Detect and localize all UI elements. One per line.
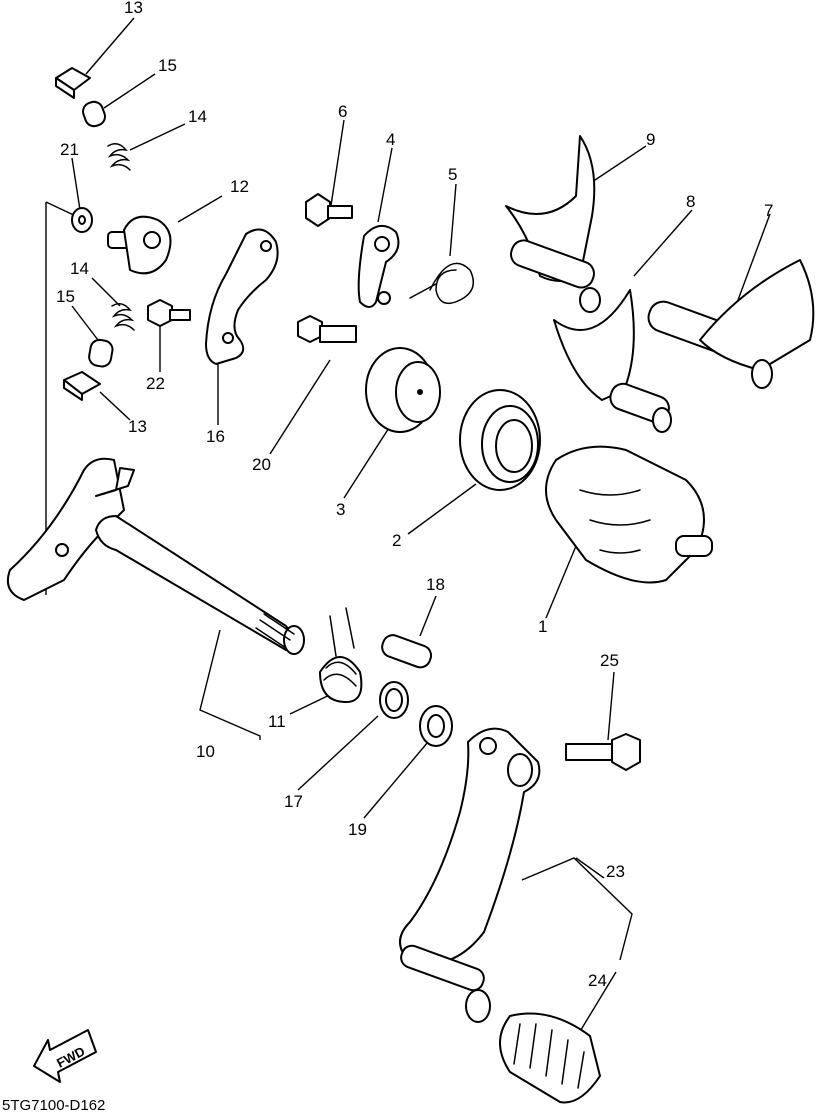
callout-3: 3 [336,500,345,519]
callout-8: 8 [686,192,695,211]
part-15-pin-top [82,100,106,128]
callout-19: 19 [348,820,367,839]
leader-lines [45,17,771,1039]
callout-24: 24 [588,971,607,990]
part-14-spring-low [111,303,135,331]
callout-23: 23 [606,862,625,881]
part-23-shift-pedal [399,727,541,1023]
part-1-shift-drum [545,445,713,584]
part-3-segment [365,347,441,433]
part-13-pin-low [63,371,101,401]
part-20-pin-bolt [297,315,357,343]
callout-13-top: 13 [124,0,143,17]
part-22-bolt [147,299,191,327]
part-14-spring-top [107,143,131,171]
callout-labels: 13 15 14 21 12 6 4 5 9 8 7 14 15 22 13 1… [56,0,773,990]
part-10-shift-shaft [6,457,305,655]
callout-21: 21 [60,140,79,159]
part-17-washer [379,681,409,719]
part-16-plate [205,228,279,365]
part-6-bolt [305,193,353,227]
callout-4: 4 [386,130,395,149]
part-9-shift-fork [505,135,601,313]
fwd-arrow-icon: FWD [33,1029,97,1083]
callout-2: 2 [392,531,401,550]
part-4-stopper-lever [357,225,400,308]
part-18-pin [381,634,433,669]
callout-16: 16 [206,427,225,446]
part-2-bearing [459,389,541,491]
callout-13-low: 13 [128,417,147,436]
callout-20: 20 [252,455,271,474]
callout-18: 18 [426,575,445,594]
part-8-shift-fork [553,289,672,433]
part-24-pedal-rubber [499,1012,601,1104]
part-12-cam [107,215,172,275]
callout-22: 22 [146,374,165,393]
part-5-spring [409,262,475,305]
diagram-code: 5TG7100-D162 [2,1097,105,1113]
callout-7: 7 [764,201,773,220]
part-25-bolt [565,733,641,771]
callout-5: 5 [448,165,457,184]
part-13-pin-top [55,67,91,99]
callout-14-top: 14 [188,107,207,126]
part-21-washer [71,207,93,233]
callout-15-top: 15 [158,56,177,75]
part-7-shift-fork [647,259,815,389]
part-15-pin-low [88,338,114,368]
callout-1: 1 [538,617,547,636]
callout-12: 12 [230,177,249,196]
callout-15-low: 15 [56,287,75,306]
callout-11: 11 [268,712,286,731]
callout-25: 25 [600,651,619,670]
part-19-oil-seal [419,705,453,747]
callout-17: 17 [284,792,303,811]
callout-14-low: 14 [70,259,89,278]
part-11-spring [319,607,363,703]
callout-10: 10 [196,742,215,761]
callout-6: 6 [338,102,347,121]
callout-9: 9 [646,130,655,149]
